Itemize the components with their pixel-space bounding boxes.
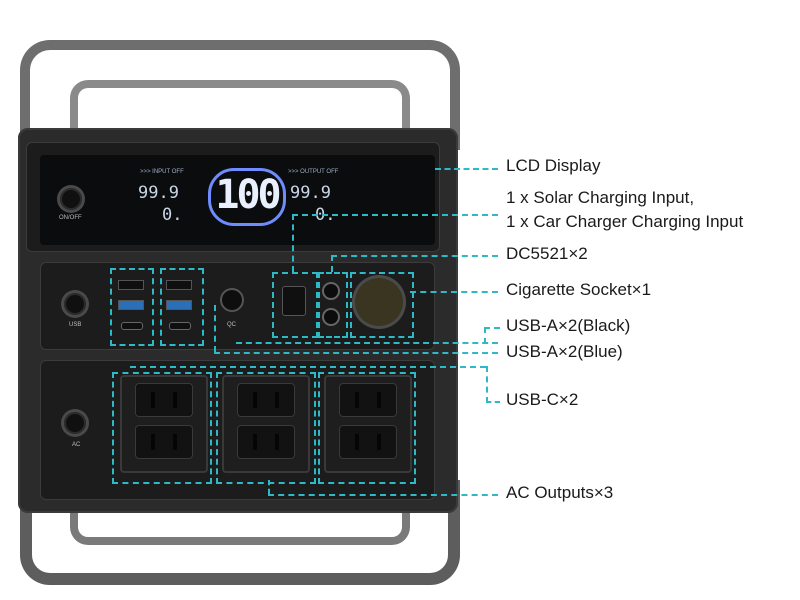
top-handle bbox=[20, 40, 460, 150]
ac-caption: AC bbox=[72, 442, 81, 448]
usb-a-port bbox=[166, 280, 192, 290]
callout-line bbox=[236, 342, 498, 344]
lcd-output-label: >>> OUTPUT OFF bbox=[288, 169, 339, 175]
callout-line bbox=[435, 168, 498, 170]
usb-c-port bbox=[121, 322, 143, 330]
label-solar-line1: 1 x Solar Charging Input, bbox=[506, 188, 695, 207]
battery-percent: 100 bbox=[208, 168, 286, 226]
callout-line bbox=[130, 366, 486, 368]
callout-line bbox=[292, 214, 294, 272]
lcd-output-value: 99.9 bbox=[290, 183, 331, 203]
label-cigarette: Cigarette Socket×1 bbox=[506, 280, 652, 299]
onoff-caption: ON/OFF bbox=[59, 215, 82, 221]
label-ac-outputs: AC Outputs×3 bbox=[506, 483, 614, 502]
usb-button[interactable] bbox=[64, 293, 86, 315]
callout-line bbox=[268, 480, 270, 494]
usb-a-port bbox=[118, 280, 144, 290]
usb-a-port bbox=[166, 300, 192, 310]
label-lcd-display: LCD Display bbox=[506, 156, 601, 175]
callout-line bbox=[292, 214, 498, 216]
ac-outlet bbox=[324, 375, 412, 473]
ac-outlet bbox=[222, 375, 310, 473]
solar-input-port bbox=[282, 286, 306, 316]
solar-box bbox=[272, 272, 318, 338]
cigarette-socket bbox=[355, 278, 403, 326]
callout-line bbox=[331, 255, 333, 272]
lcd-input-value2: 0. bbox=[162, 205, 183, 225]
label-solar-line2: 1 x Car Charger Charging Input bbox=[506, 212, 744, 231]
bottom-handle-inner bbox=[70, 505, 410, 545]
label-usbc: USB-C×2 bbox=[506, 390, 579, 409]
ac-box bbox=[318, 372, 416, 484]
ac-box bbox=[216, 372, 316, 484]
dc5521-port bbox=[324, 284, 338, 298]
callout-line bbox=[484, 327, 500, 344]
usb-a-black-box bbox=[110, 268, 154, 346]
dc5521-port bbox=[324, 310, 338, 324]
label-usba-blue: USB-A×2(Blue) bbox=[506, 342, 623, 361]
top-handle-inner bbox=[70, 80, 410, 140]
usb-a-port bbox=[118, 300, 144, 310]
callout-line bbox=[410, 291, 498, 293]
usb-a-blue-box bbox=[160, 268, 204, 346]
lcd-input-value: 99.9 bbox=[138, 183, 179, 203]
ac-box bbox=[112, 372, 212, 484]
ac-outlet bbox=[120, 375, 208, 473]
lcd-input-label: >>> INPUT OFF bbox=[140, 169, 184, 175]
ac-button[interactable] bbox=[64, 412, 86, 434]
callout-line bbox=[214, 305, 216, 352]
qc-port bbox=[222, 290, 242, 310]
label-dc5521: DC5521×2 bbox=[506, 244, 588, 263]
callout-line bbox=[268, 494, 498, 496]
power-button[interactable] bbox=[60, 188, 82, 210]
usb-c-port bbox=[169, 322, 191, 330]
dc-box bbox=[318, 272, 348, 338]
cig-box bbox=[350, 272, 414, 338]
label-usba-black: USB-A×2(Black) bbox=[506, 316, 631, 335]
callout-line bbox=[214, 352, 498, 354]
callout-line bbox=[331, 255, 498, 257]
callout-line bbox=[486, 366, 500, 403]
qc-caption: QC bbox=[227, 322, 236, 328]
usb-caption: USB bbox=[69, 322, 82, 328]
